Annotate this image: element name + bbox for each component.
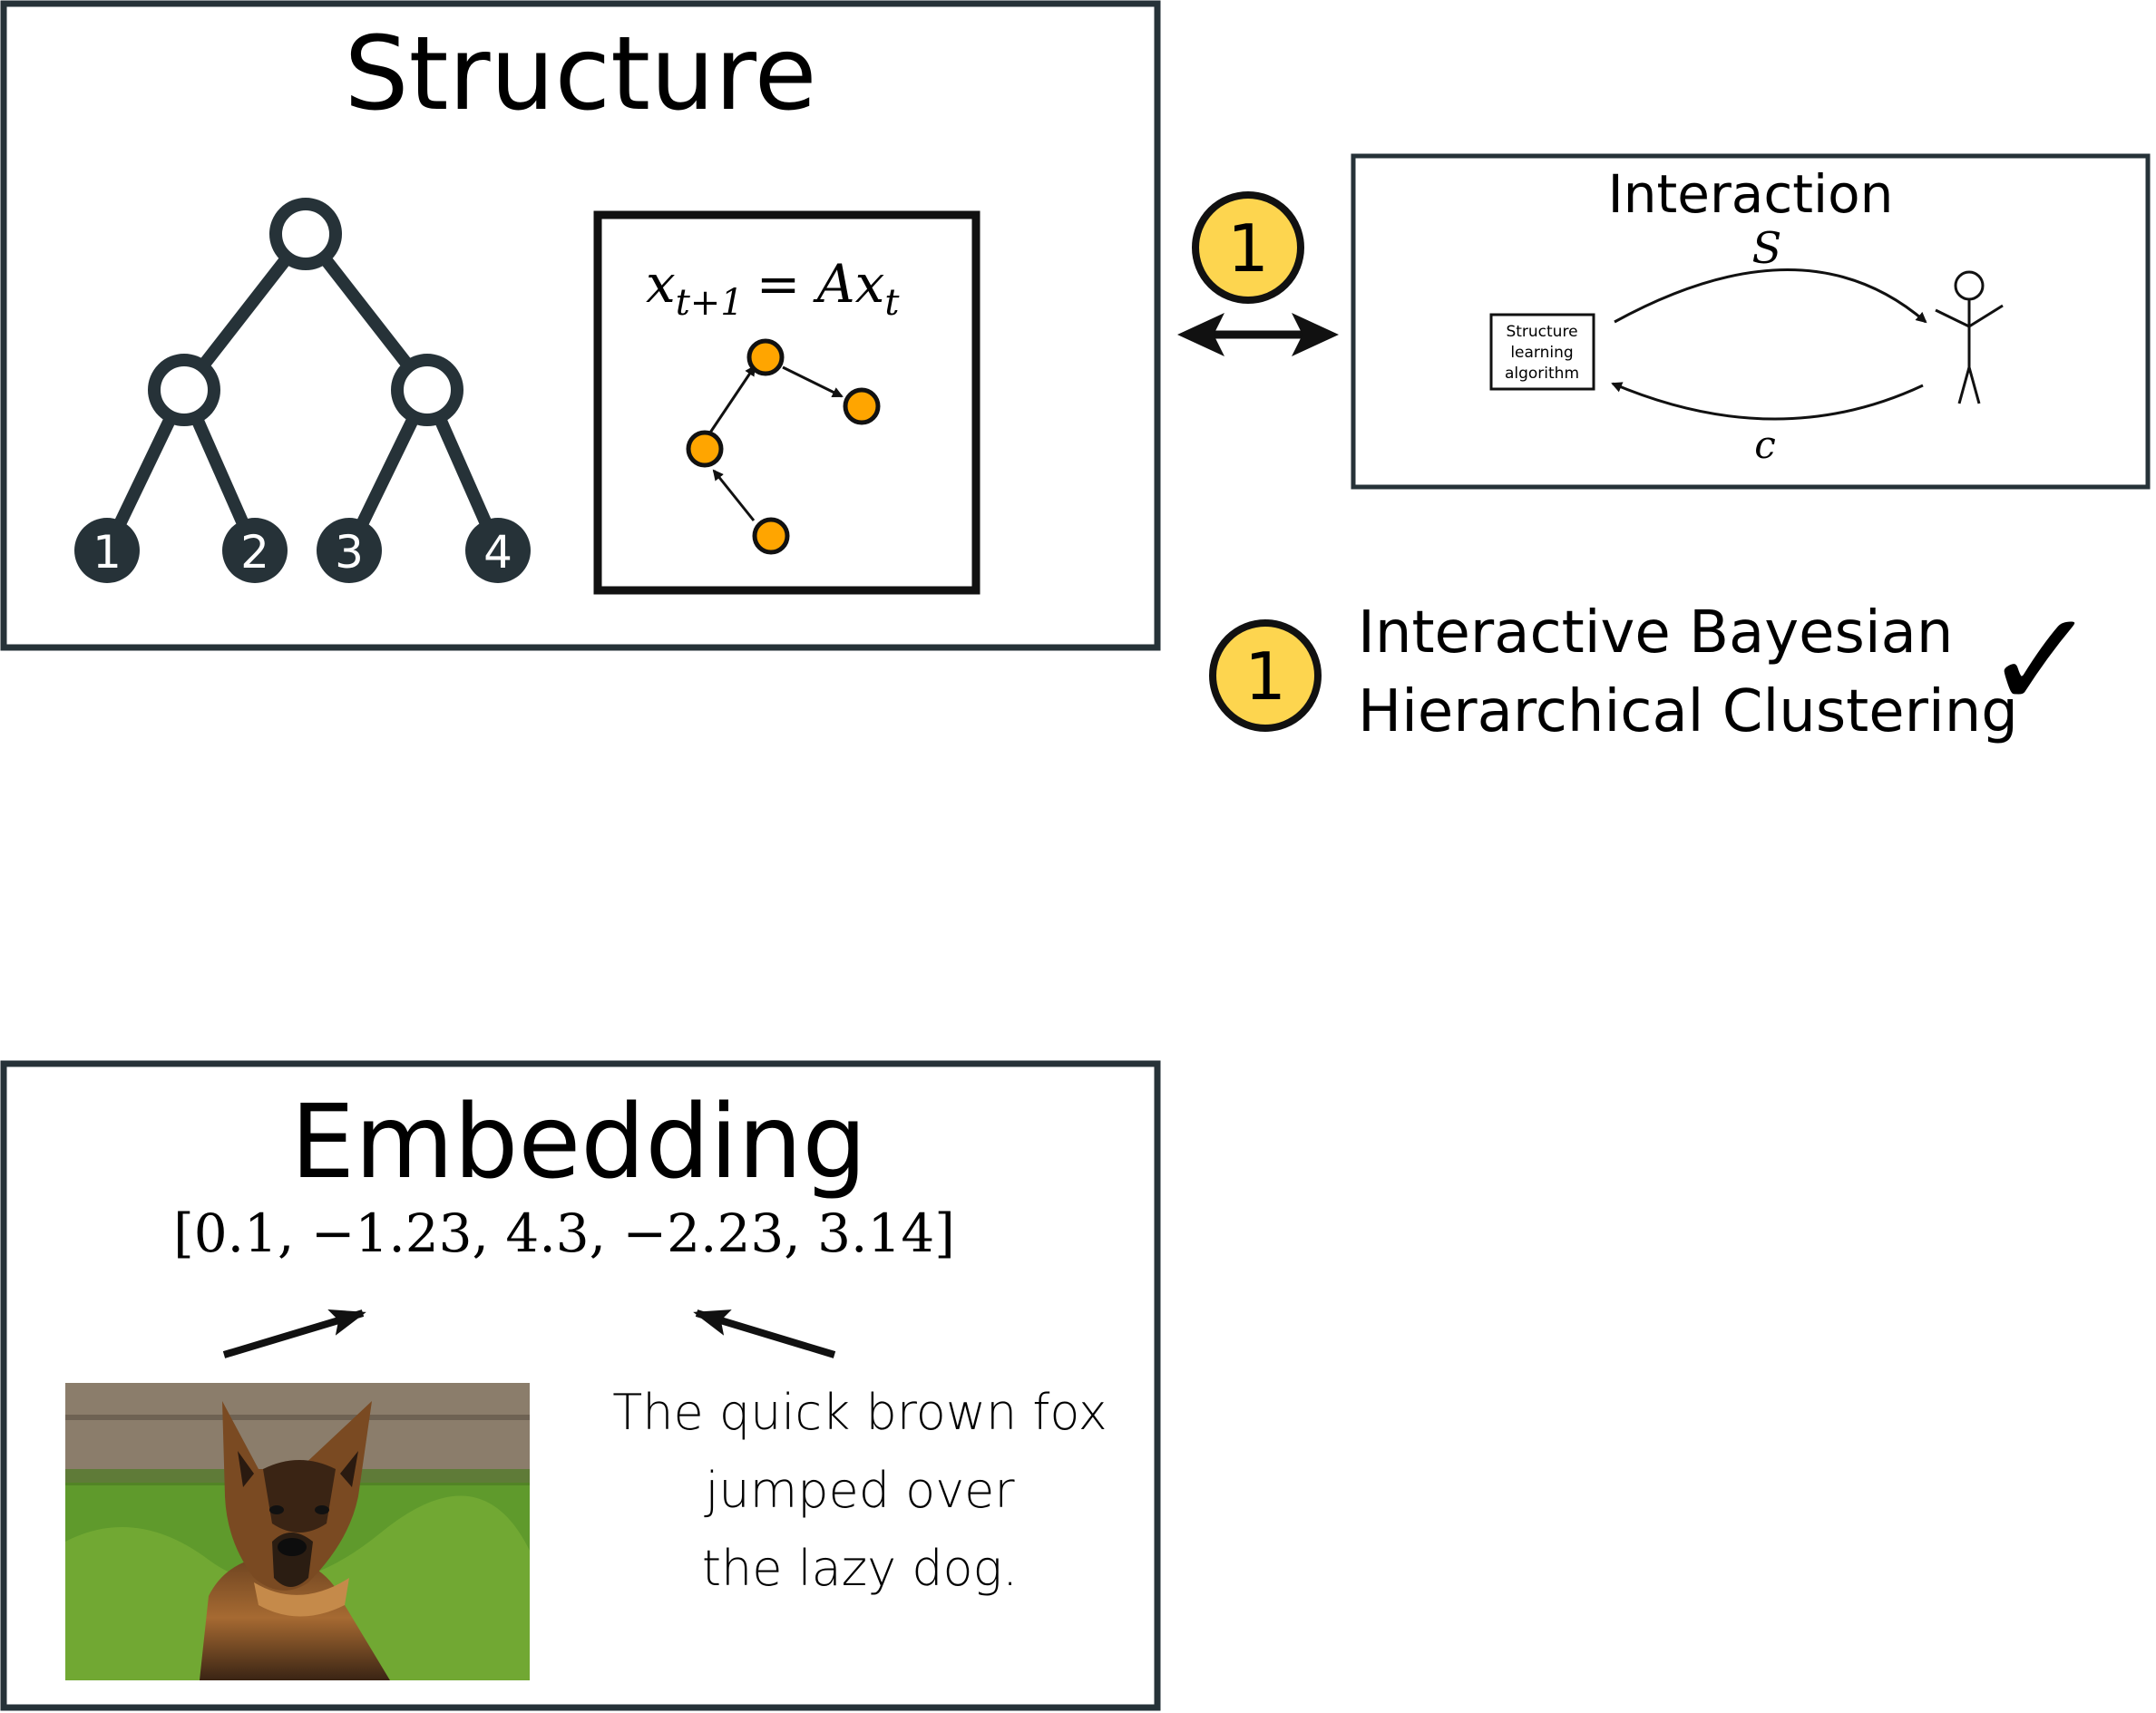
arrow-right-head: [1292, 313, 1339, 356]
legend-badge: [1209, 619, 1322, 732]
dynamics-box-border: [593, 210, 980, 595]
tree-leaf-label: 3: [335, 526, 364, 579]
legend-line-2: Hierarchical Clustering: [1358, 678, 2018, 745]
algorithm-box-line: learning: [1510, 344, 1573, 362]
embedding-panel: Embedding [0.1, −1.23, 4.3, −2.23, 3.14]…: [0, 1060, 1161, 1711]
embedding-vector: [0.1, −1.23, 4.3, −2.23, 3.14]: [173, 1202, 955, 1264]
trajectory-arrow: [708, 365, 756, 433]
legend-badge-number: 1: [1244, 638, 1286, 715]
trajectory-arrow: [782, 365, 844, 398]
arrow-to-user: [1614, 268, 1927, 324]
trajectory-node: [752, 517, 790, 555]
structure-panel: Structure 1 2 3 4: [0, 0, 1161, 651]
interaction-title: Interaction: [1608, 163, 1894, 225]
arrow-top-label: S: [1752, 223, 1782, 274]
text-to-vector-arrow: [693, 1309, 836, 1358]
structure-panel-border: [0, 0, 1161, 651]
dog-body: [200, 1555, 390, 1680]
badge-number: 1: [1227, 210, 1269, 287]
legend: 1 Interactive Bayesian Hierarchical Clus…: [1209, 582, 2098, 745]
tree-leaf-label: 4: [483, 526, 512, 579]
dynamics-box: xt+1= Axt: [593, 210, 980, 595]
trajectory-arrow: [712, 469, 756, 521]
legend-line-1: Interactive Bayesian: [1358, 599, 1953, 667]
arrow-bottom-label: c: [1754, 423, 1776, 467]
badge-circle: [1192, 191, 1304, 304]
trajectory-node: [843, 387, 881, 425]
sample-text-line-1: The quick brown fox: [612, 1384, 1107, 1441]
image-to-vector-arrow: [222, 1309, 366, 1358]
algorithm-box-line: algorithm: [1505, 365, 1579, 383]
sample-text-line-3: the lazy dog.: [702, 1540, 1018, 1597]
tree-leaf-4: 4: [465, 518, 531, 583]
interaction-panel: Interaction Structure learning algorithm…: [1351, 153, 2151, 490]
double-arrow: [1177, 313, 1339, 356]
tree-inner-node: [148, 354, 220, 426]
step-badge: 1: [1192, 191, 1304, 304]
embedding-panel-border: [0, 1060, 1161, 1711]
tree-leaf-label: 1: [93, 526, 122, 579]
trajectory-node: [686, 430, 724, 468]
arrow-left-head: [1177, 313, 1224, 356]
dog-nose: [278, 1538, 307, 1556]
algorithm-box: [1489, 313, 1595, 391]
interaction-panel-border: [1351, 153, 2151, 490]
structure-title: Structure: [344, 15, 816, 133]
arrow-to-algorithm: [1611, 382, 1924, 421]
embedding-title: Embedding: [290, 1084, 866, 1202]
tree-leaf-label: 2: [240, 526, 269, 579]
check-mark-icon: ✓: [1984, 582, 2098, 740]
trajectory-node: [746, 338, 785, 376]
equation: xt+1= Axt: [646, 253, 900, 324]
tree-leaf-2: 2: [222, 518, 288, 583]
tree-leaf-1: 1: [74, 518, 140, 583]
algorithm-box-line: Structure: [1506, 323, 1577, 341]
tree-inner-node: [391, 354, 463, 426]
sample-text-line-2: jumped over: [704, 1462, 1015, 1519]
tree-leaf-3: 3: [317, 518, 382, 583]
dog-photo: [65, 1383, 530, 1680]
tree-root-node: [269, 198, 342, 270]
user-stick-figure: [1935, 270, 2004, 404]
